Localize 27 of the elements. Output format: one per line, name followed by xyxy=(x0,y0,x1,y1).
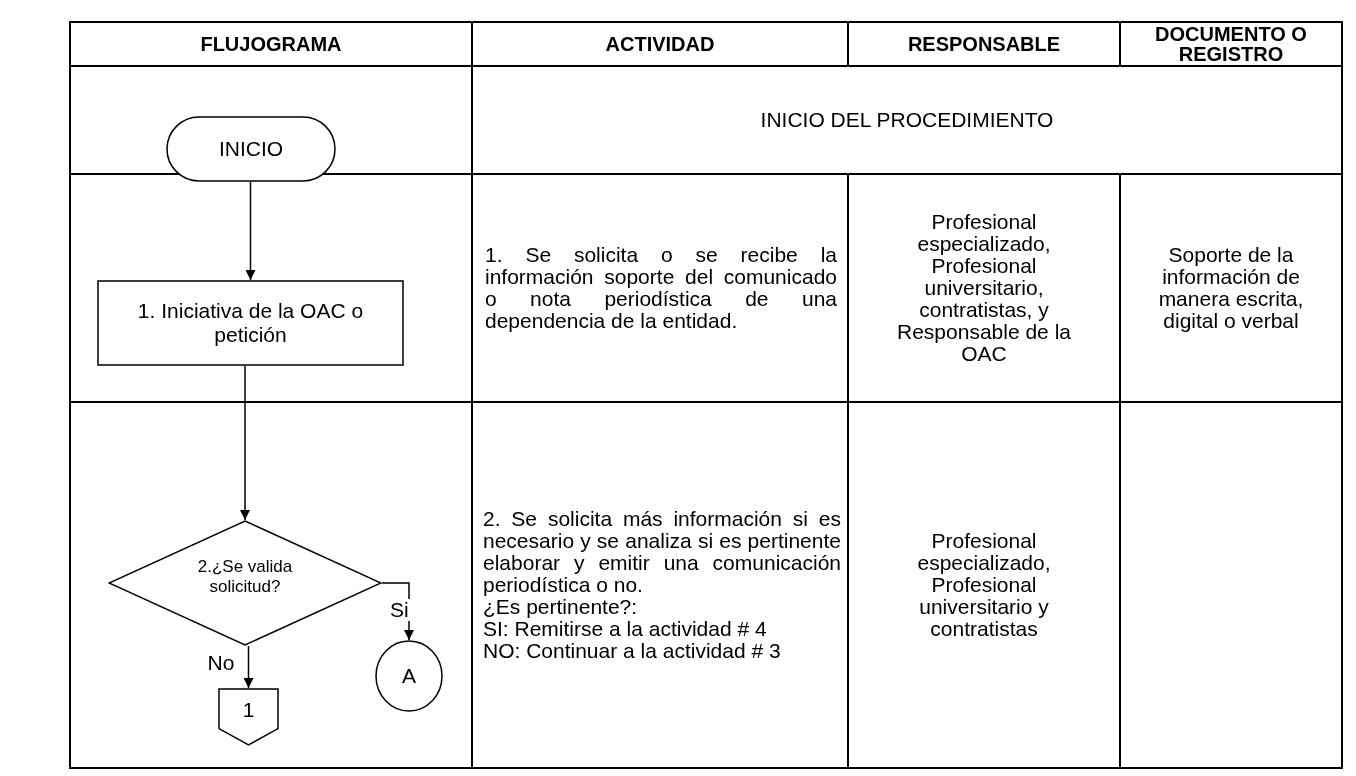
column-header: RESPONSABLE xyxy=(907,33,1061,55)
activity-text: 2. Se solicita más información si es necesario y se analiza si es pertinente elaborar y emitir una comunicación periodística o no. xyxy=(483,508,841,596)
arrow xyxy=(245,181,256,281)
responsible-text: Profesional especializado, Profesional universitario, contratistas, y Responsable de la OAC xyxy=(896,211,1072,365)
arrow xyxy=(240,365,250,521)
connector-circle xyxy=(375,640,443,712)
column-header: DOCUMENTO O REGISTRO xyxy=(1154,24,1308,64)
node-label: INICIO xyxy=(218,137,284,161)
column-header: ACTIVIDAD xyxy=(605,33,715,55)
edge-label: Si xyxy=(389,599,410,621)
arrow xyxy=(243,645,254,689)
column-header: FLUJOGRAMA xyxy=(200,33,342,55)
process-box xyxy=(97,280,404,366)
node-label: 1 xyxy=(242,698,255,722)
node-label: 2.¿Se valida solicitud? xyxy=(196,557,294,597)
arrow xyxy=(381,582,414,641)
document-text: Soporte de la información de manera escrita, digital o verbal xyxy=(1157,244,1305,332)
table-cell-text: INICIO DEL PROCEDIMIENTO xyxy=(760,109,1054,131)
activity-text: 1. Se solicita o se recibe la información soporte del comunicado o nota periodística de una dependencia de la entidad. xyxy=(485,244,837,332)
node-label: 1. Iniciativa de la OAC o petición xyxy=(136,299,365,347)
off-page-connector xyxy=(218,688,279,746)
activity-text: ¿Es pertinente?: xyxy=(483,596,638,618)
responsible-text: Profesional especializado, Profesional universitario y contratistas xyxy=(916,530,1052,640)
activity-text: SI: Remitirse a la actividad # 4 xyxy=(483,618,767,640)
activity-text: NO: Continuar a la actividad # 3 xyxy=(483,640,781,662)
decision-diamond xyxy=(108,520,382,646)
node-label: A xyxy=(402,664,416,688)
